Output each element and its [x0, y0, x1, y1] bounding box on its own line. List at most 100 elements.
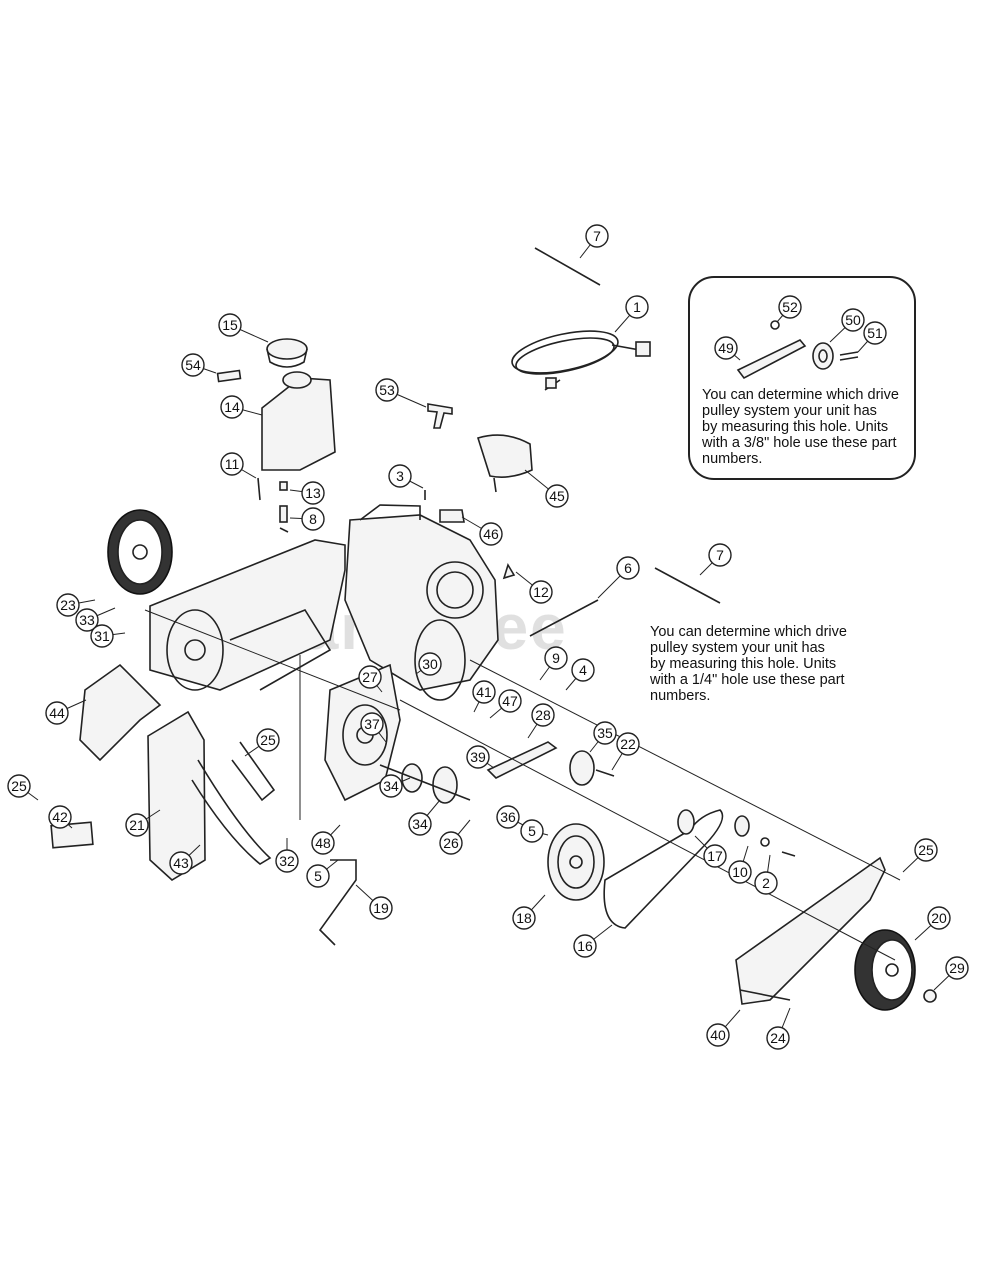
callout-circle: [531, 703, 555, 727]
callout-53: 53: [375, 378, 427, 408]
callout-number: 52: [782, 299, 798, 315]
callout-44: 44: [45, 699, 87, 725]
belt-part: [603, 809, 724, 929]
callout-circle: [706, 1023, 730, 1047]
callout-41: 41: [472, 680, 496, 713]
callout-circle: [573, 934, 597, 958]
callout-circle: [841, 308, 865, 332]
callout-35: 35: [589, 721, 617, 753]
callout-25: 25: [902, 838, 938, 873]
callout-number: 15: [222, 317, 238, 333]
callout-number: 9: [552, 650, 560, 666]
callout-8: 8: [289, 507, 325, 531]
callout-circle: [863, 321, 887, 345]
callout-number: 43: [173, 855, 189, 871]
callout-5: 5: [520, 819, 549, 843]
callout-27: 27: [358, 665, 383, 693]
callout-circle: [301, 481, 325, 505]
callout-34: 34: [379, 774, 411, 798]
callout-12: 12: [515, 571, 553, 604]
callout-6: 6: [597, 556, 640, 599]
callout-circle: [498, 689, 522, 713]
inset-panel: [688, 276, 916, 480]
callout-circle: [311, 831, 335, 855]
callout-45: 45: [524, 469, 569, 508]
callout-26: 26: [439, 819, 471, 855]
plate-part: [50, 821, 94, 849]
callout-circle: [181, 353, 205, 377]
callout-number: 35: [597, 725, 613, 741]
callout-20: 20: [914, 906, 951, 941]
callout-7: 7: [579, 224, 609, 259]
callout-number: 37: [364, 716, 380, 732]
callout-circle: [369, 896, 393, 920]
callout-circle: [466, 745, 490, 769]
handle-part: [476, 434, 533, 478]
callout-33: 33: [75, 607, 116, 632]
callout-circle: [48, 805, 72, 829]
callout-10: 10: [728, 845, 752, 884]
callout-circle: [218, 313, 242, 337]
drive-pulley-part: [547, 823, 605, 901]
callout-circle: [358, 665, 382, 689]
callout-number: 3: [396, 468, 404, 484]
callout-number: 24: [770, 1030, 786, 1046]
callout-50: 50: [829, 308, 865, 343]
callout-30: 30: [415, 652, 442, 676]
callout-15: 15: [218, 313, 269, 343]
callout-49: 49: [714, 336, 741, 361]
callout-number: 1: [633, 299, 641, 315]
callout-circle: [56, 593, 80, 617]
callout-number: 7: [716, 547, 724, 563]
handle-frame-part: [147, 710, 276, 881]
callout-circle: [625, 295, 649, 319]
callout-48: 48: [311, 824, 341, 855]
callout-number: 10: [732, 864, 748, 880]
callout-number: 18: [516, 910, 532, 926]
belt-cover-part: [735, 856, 886, 1005]
callout-number: 4: [579, 662, 587, 678]
callout-4: 4: [565, 658, 595, 691]
callout-number: 25: [11, 778, 27, 794]
callout-number: 19: [373, 900, 389, 916]
callout-circle: [728, 860, 752, 884]
bracket-part: [79, 663, 162, 762]
callout-circle: [472, 680, 496, 704]
callout-circle: [45, 701, 69, 725]
callout-number: 40: [710, 1027, 726, 1043]
callout-number: 21: [129, 817, 145, 833]
callout-number: 31: [94, 628, 110, 644]
callout-14: 14: [220, 395, 263, 419]
callout-number: 42: [52, 809, 68, 825]
callout-16: 16: [573, 924, 613, 958]
callout-circle: [703, 844, 727, 868]
gas-cap-part: [266, 338, 308, 368]
callout-circle: [914, 838, 938, 862]
callout-circle: [301, 507, 325, 531]
callout-3: 3: [388, 464, 424, 489]
callout-number: 8: [309, 511, 317, 527]
callout-number: 16: [577, 938, 593, 954]
callout-circle: [169, 851, 193, 875]
callout-circle: [496, 805, 520, 829]
callout-5: 5: [306, 859, 339, 888]
callout-24: 24: [766, 1007, 791, 1050]
drive-pulley-note: You can determine which drive pulley sys…: [650, 624, 847, 704]
callout-circle: [220, 452, 244, 476]
callout-11: 11: [220, 452, 257, 479]
callout-21: 21: [125, 809, 161, 837]
callout-29: 29: [933, 956, 969, 991]
callout-47: 47: [489, 689, 522, 719]
callout-circle: [571, 658, 595, 682]
callout-circle: [766, 1026, 790, 1050]
callout-circle: [945, 956, 969, 980]
callout-number: 49: [718, 340, 734, 356]
fuel-tank-part: [261, 371, 336, 471]
callout-number: 53: [379, 382, 395, 398]
key-part: [427, 403, 453, 429]
callout-circle: [708, 543, 732, 567]
callout-number: 33: [79, 612, 95, 628]
callout-18: 18: [512, 894, 546, 930]
callout-22: 22: [611, 732, 640, 771]
callout-number: 28: [535, 707, 551, 723]
